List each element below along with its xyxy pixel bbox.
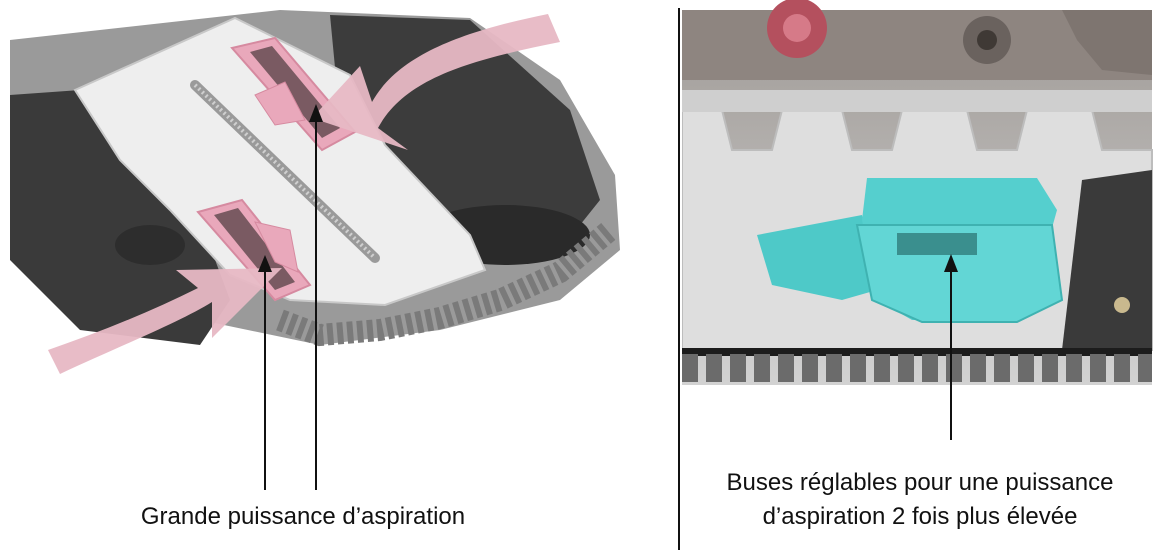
leader-arrowhead [944,254,958,272]
suction-flow-arrow-top [312,14,560,150]
housing-ridge [682,90,1152,112]
right-figure: Buses réglables pour une puissance d’asp… [682,0,1158,558]
track-teeth [276,221,618,347]
leader-arrowhead [258,255,272,272]
roller-end [115,225,185,265]
bottom-track [682,348,1152,356]
right-caption-line1: Buses réglables pour une puissance [726,469,1114,496]
adjustable-nozzle [757,178,1064,323]
suction-flow-arrow-bottom [48,268,282,374]
leader-arrowhead [309,104,323,122]
adjustable-nozzle-closeup-illustration [682,0,1153,440]
gear-teeth [1062,10,1152,75]
robot-left-roller [10,85,230,345]
nozzle-opening [897,233,977,255]
pool-robot-underside-illustration [10,10,620,490]
right-caption-line2: d’aspiration 2 fois plus élevée [762,503,1078,530]
left-caption: Grande puissance d’aspiration [140,503,466,530]
left-figure: Grande puissance d’aspiration [10,10,620,530]
panel-divider [678,8,680,550]
